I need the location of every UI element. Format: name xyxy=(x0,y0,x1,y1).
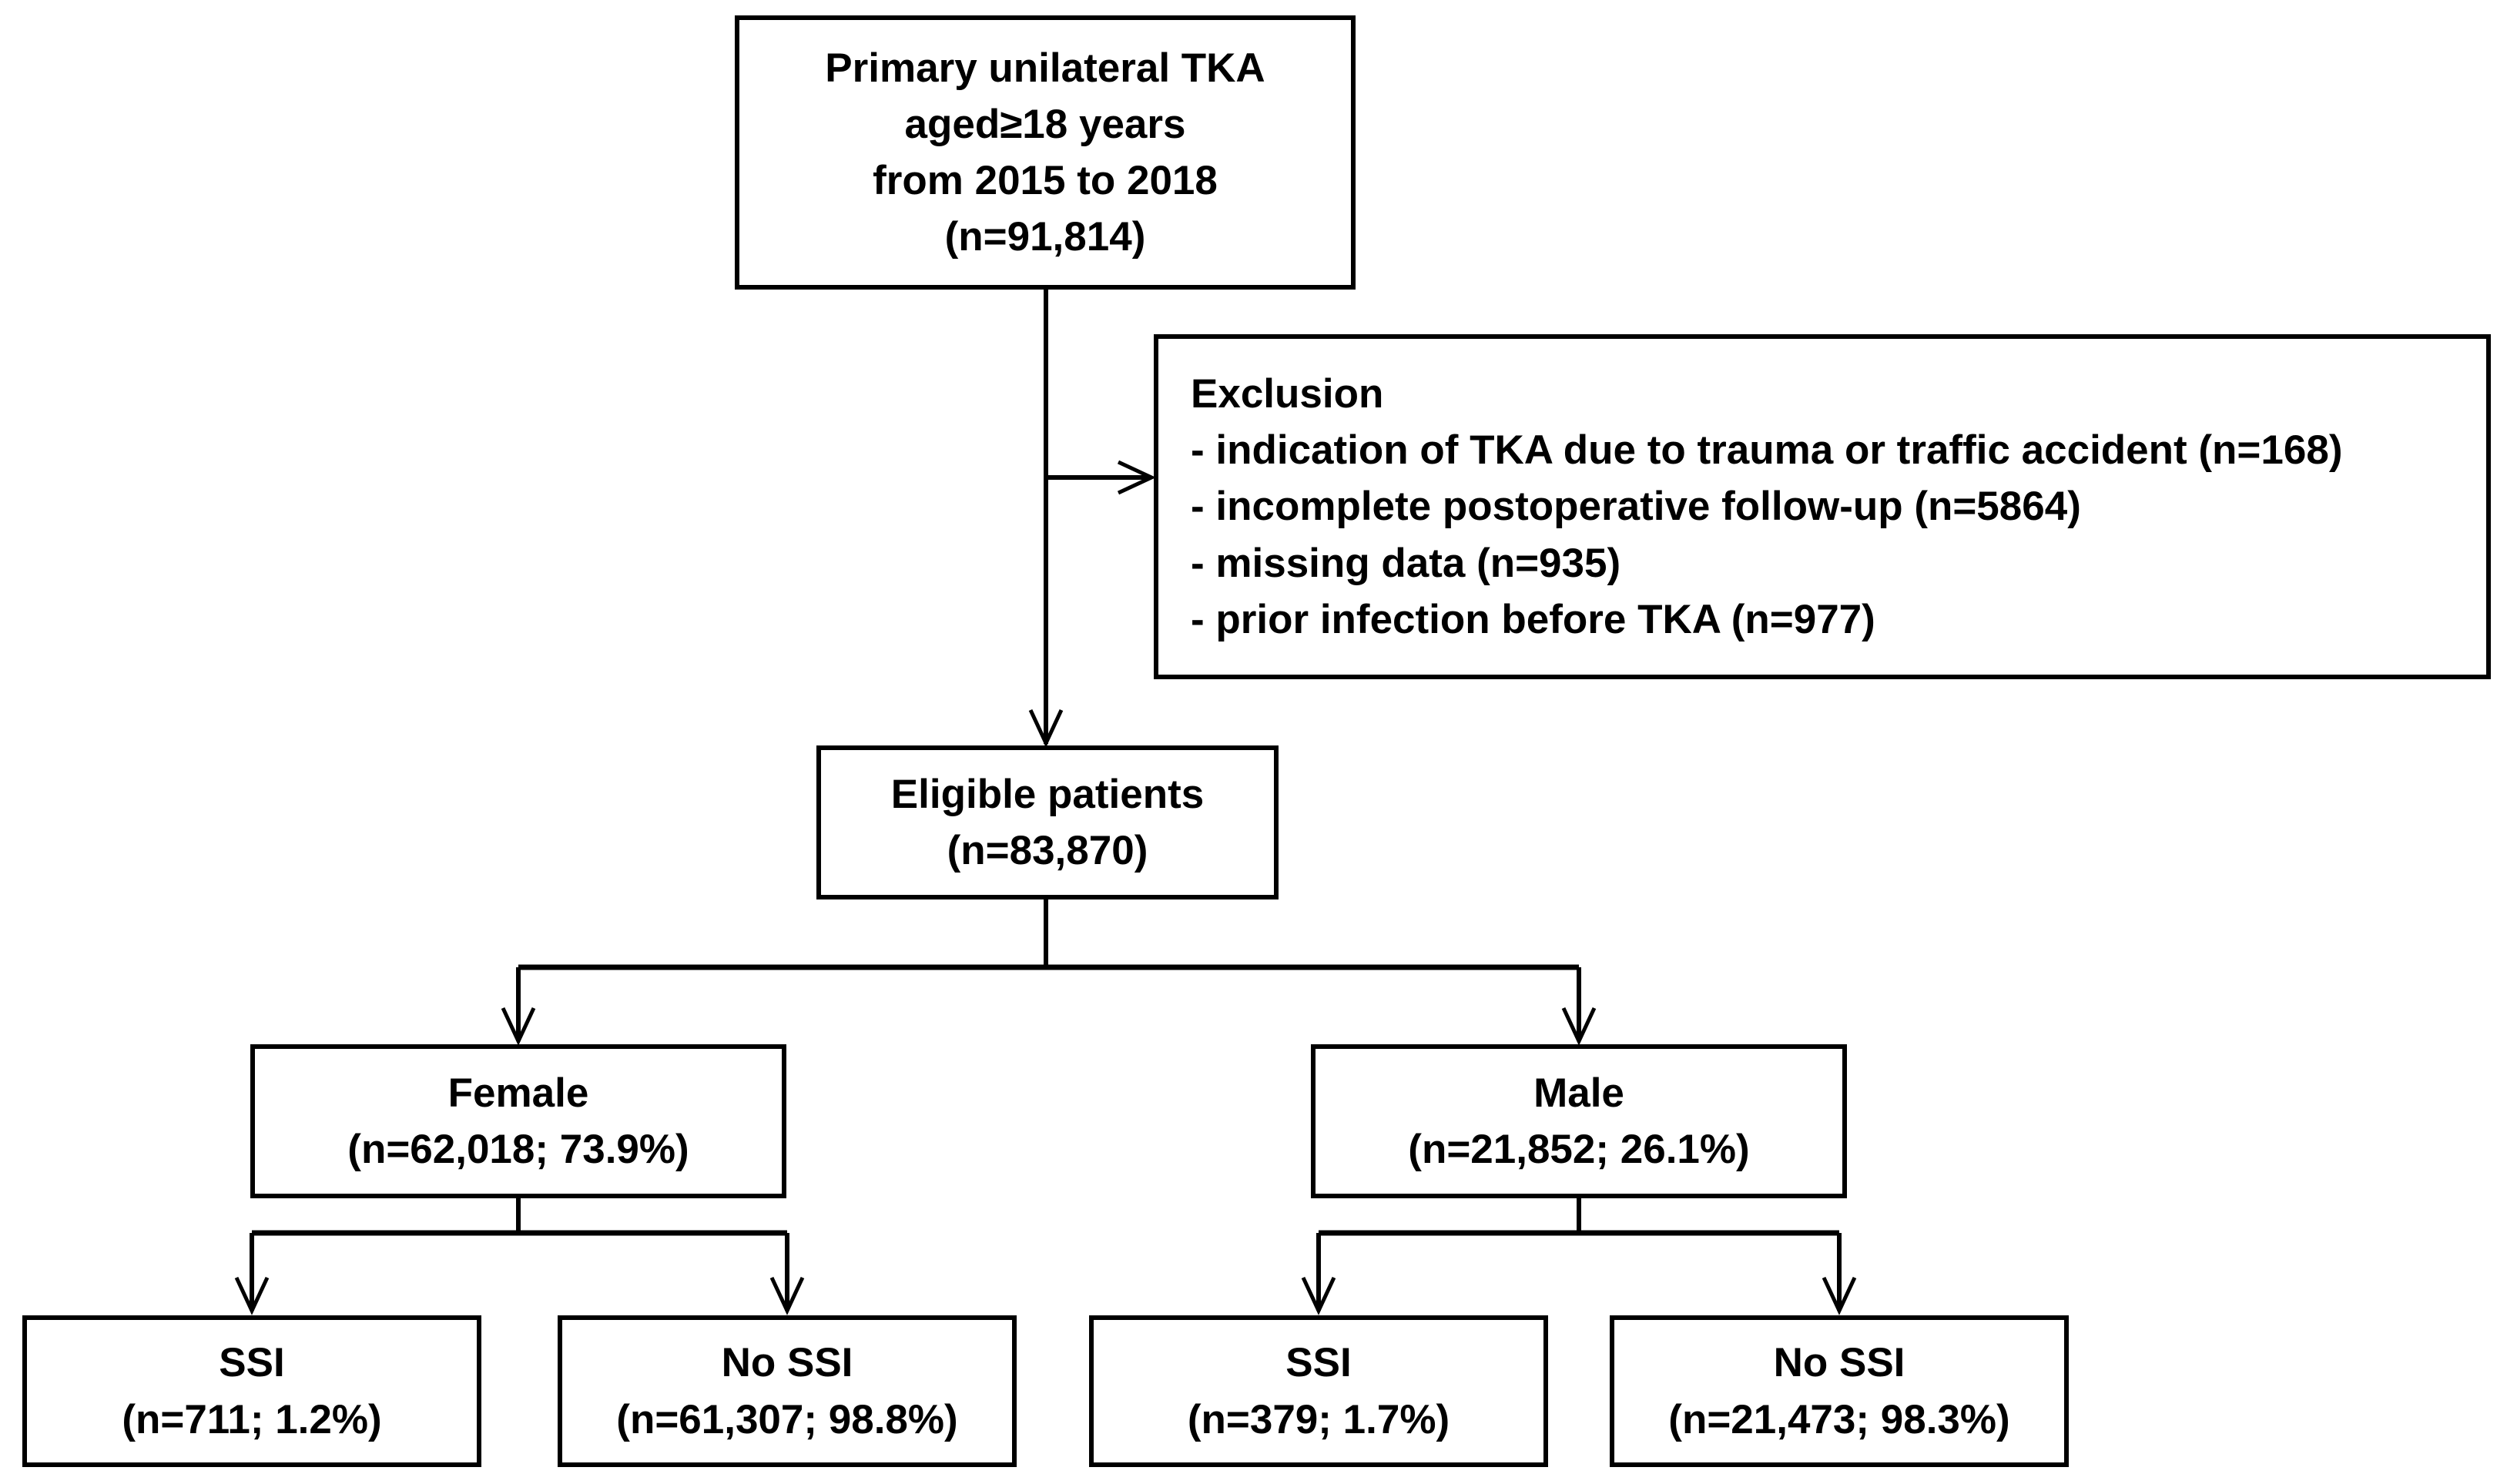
arrowhead xyxy=(1822,1276,1857,1315)
node-text-line: Female xyxy=(447,1070,589,1116)
node-text-line: (n=21,473; 98.3%) xyxy=(1668,1396,2010,1442)
node-text-line: (n=83,870) xyxy=(947,828,1148,873)
node-female-ssi: SSI (n=711; 1.2%) xyxy=(22,1315,481,1467)
node-male: Male (n=21,852; 26.1%) xyxy=(1311,1044,1847,1198)
node-text-line: No SSI xyxy=(721,1340,853,1386)
node-text-line: Eligible patients xyxy=(890,771,1205,817)
node-text-line: (n=379; 1.7%) xyxy=(1187,1396,1450,1442)
node-text-line: (n=21,852; 26.1%) xyxy=(1408,1127,1750,1172)
node-text-line: (n=711; 1.2%) xyxy=(122,1396,382,1442)
node-text-line: from 2015 to 2018 xyxy=(873,158,1218,203)
node-text-line: Primary unilateral TKA xyxy=(825,45,1265,91)
exclusion-item: - indication of TKA due to trauma or tra… xyxy=(1191,427,2343,474)
node-text-line: (n=61,307; 98.8%) xyxy=(616,1396,958,1442)
arrowhead xyxy=(1028,709,1064,748)
connector-branch-to-exclusion xyxy=(1046,460,1156,495)
node-primary-unilateral-tka: Primary unilateral TKA aged≥18 years fro… xyxy=(735,15,1356,290)
node-text-line: No SSI xyxy=(1773,1340,1905,1386)
connector-female-to-ssi-split xyxy=(234,1198,805,1315)
node-eligible-patients: Eligible patients (n=83,870) xyxy=(816,745,1279,899)
node-text-line: SSI xyxy=(219,1340,285,1386)
node-text-line: (n=62,018; 73.9%) xyxy=(347,1127,689,1172)
arrowhead xyxy=(1117,460,1156,495)
exclusion-item: - incomplete postoperative follow-up (n=… xyxy=(1191,484,2081,530)
node-text-line: Male xyxy=(1533,1070,1624,1116)
node-male-ssi: SSI (n=379; 1.7%) xyxy=(1089,1315,1548,1467)
node-text-line: (n=91,814) xyxy=(944,214,1146,260)
connector-primary-to-eligible xyxy=(1028,289,1064,748)
exclusion-item: - missing data (n=935) xyxy=(1191,540,1621,586)
arrowhead xyxy=(501,1007,536,1046)
node-female: Female (n=62,018; 73.9%) xyxy=(250,1044,786,1198)
connector-eligible-to-sex-split xyxy=(501,899,1597,1046)
node-exclusion: Exclusion - indication of TKA due to tra… xyxy=(1154,334,2491,679)
arrowhead xyxy=(234,1276,270,1315)
exclusion-title: Exclusion xyxy=(1191,371,1384,417)
arrowhead xyxy=(769,1276,805,1315)
node-text-line: SSI xyxy=(1285,1340,1352,1386)
node-text-line: aged≥18 years xyxy=(904,101,1186,147)
arrowhead xyxy=(1561,1007,1597,1046)
node-male-no-ssi: No SSI (n=21,473; 98.3%) xyxy=(1610,1315,2069,1467)
arrowhead xyxy=(1301,1276,1336,1315)
connector-male-to-ssi-split xyxy=(1301,1198,1857,1315)
exclusion-item: - prior infection before TKA (n=977) xyxy=(1191,596,1875,642)
node-female-no-ssi: No SSI (n=61,307; 98.8%) xyxy=(558,1315,1017,1467)
